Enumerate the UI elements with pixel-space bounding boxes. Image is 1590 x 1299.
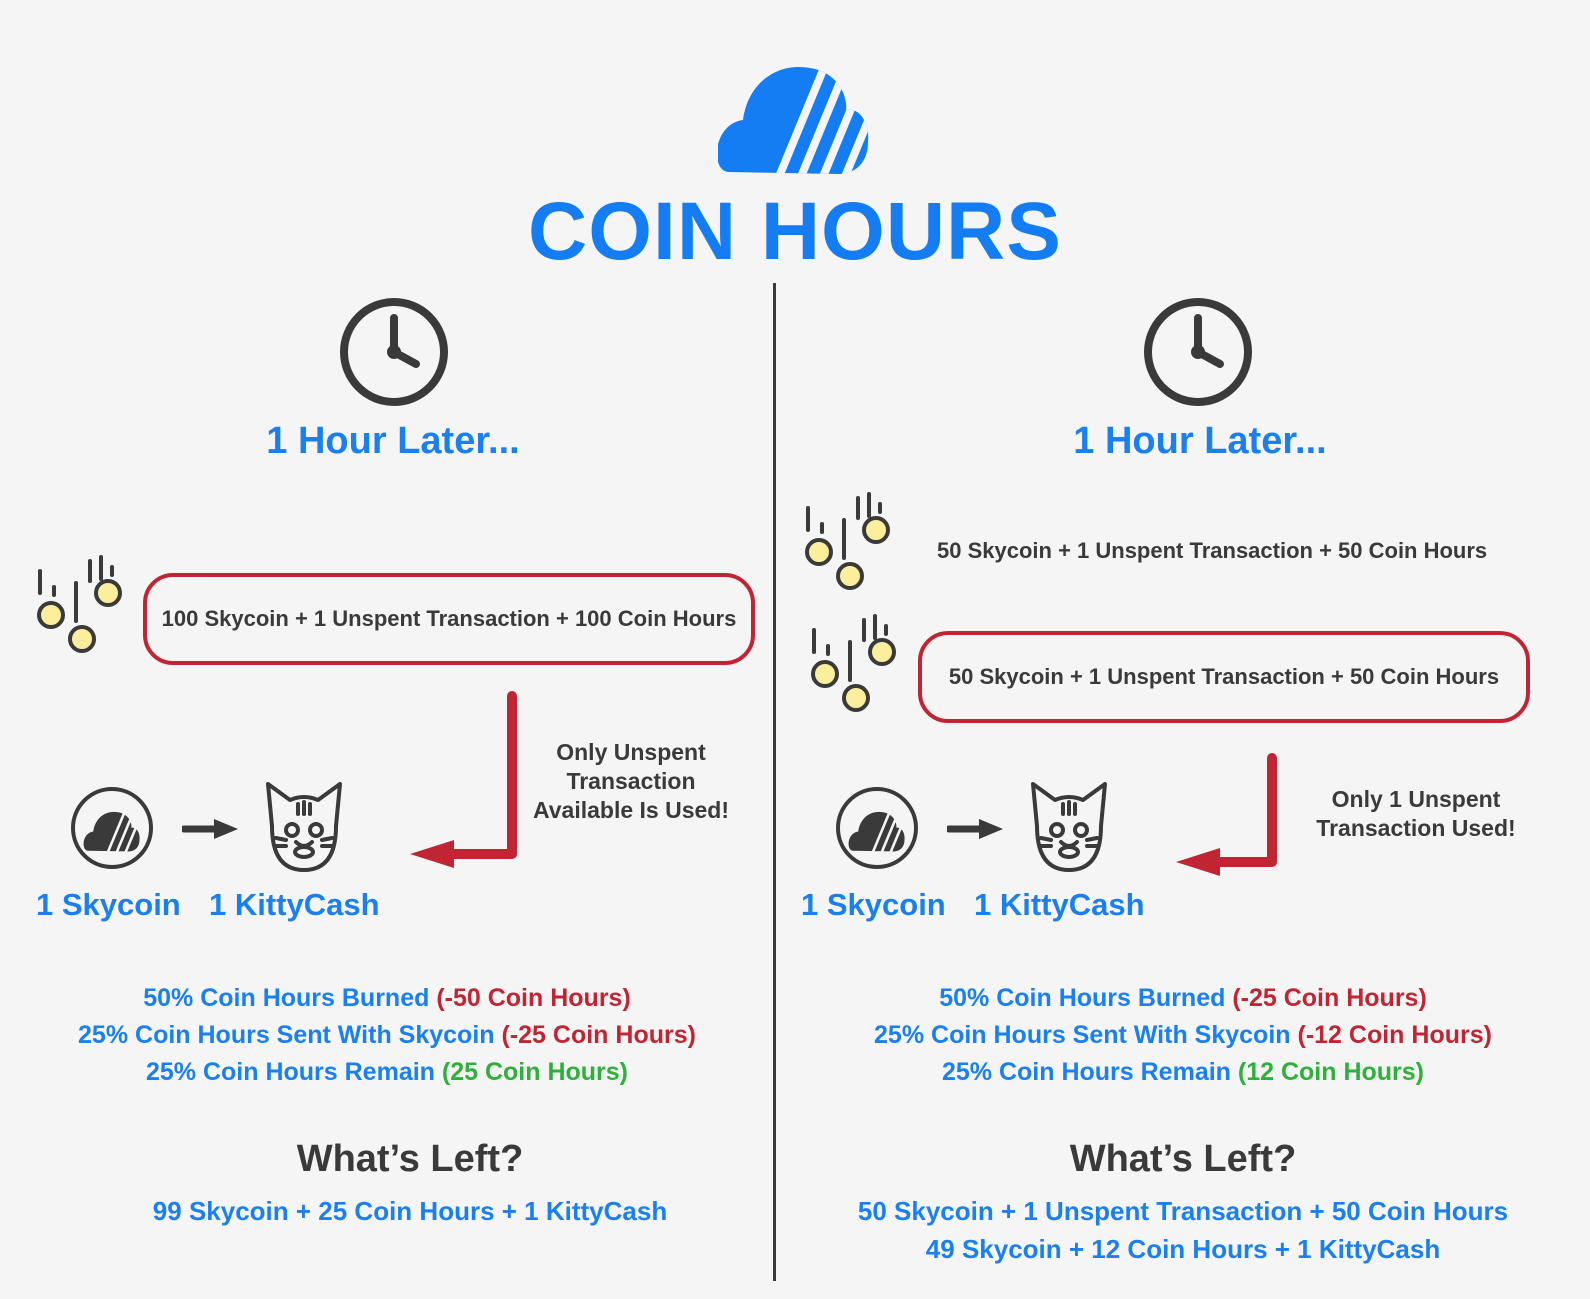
- kittycash-cat-icon: [1031, 782, 1107, 872]
- left-note: Only Unspent Transaction Available Is Us…: [532, 739, 729, 823]
- right-whats-left-line-1: 50 Skycoin + 1 Unspent Transaction + 50 …: [857, 1196, 1509, 1226]
- left-transaction-box: 100 Skycoin + 1 Unspent Transaction + 10…: [143, 573, 755, 665]
- falling-coins-icon: [811, 614, 896, 712]
- right-sent-line: 25% Coin Hours Sent With Skycoin (-12 Co…: [874, 1021, 1492, 1049]
- right-transaction-box: 50 Skycoin + 1 Unspent Transaction + 50 …: [918, 631, 1530, 723]
- right-from-label: 1 Skycoin: [801, 887, 946, 922]
- skycoin-cloud-logo-icon: [718, 66, 869, 174]
- right-whats-left-line-2: 49 Skycoin + 12 Coin Hours + 1 KittyCash: [925, 1234, 1441, 1264]
- falling-coins-icon: [805, 492, 890, 590]
- right-note: Only 1 Unspent Transaction Used!: [1316, 786, 1516, 841]
- left-whats-left-line: 99 Skycoin + 25 Coin Hours + 1 KittyCash: [152, 1196, 668, 1226]
- right-whats-left-heading: What’s Left?: [1069, 1138, 1297, 1180]
- right-to-label: 1 KittyCash: [974, 887, 1145, 922]
- clock-icon: [338, 296, 450, 408]
- left-transaction-text: 100 Skycoin + 1 Unspent Transaction + 10…: [161, 606, 737, 631]
- left-sent-line: 25% Coin Hours Sent With Skycoin (-25 Co…: [78, 1021, 696, 1049]
- right-remain-line: 25% Coin Hours Remain (12 Coin Hours): [941, 1058, 1425, 1086]
- left-from-label: 1 Skycoin: [36, 887, 181, 922]
- left-whats-left-heading: What’s Left?: [296, 1138, 524, 1180]
- center-divider: [773, 283, 776, 1281]
- arrow-right-icon: [182, 819, 238, 839]
- left-to-label: 1 KittyCash: [209, 887, 380, 922]
- elbow-arrow-icon: [1176, 753, 1277, 876]
- elbow-arrow-icon: [410, 691, 517, 868]
- left-burned-line: 50% Coin Hours Burned (-50 Coin Hours): [143, 984, 631, 1012]
- right-heading: 1 Hour Later...: [1073, 420, 1327, 462]
- clock-icon: [1142, 296, 1254, 408]
- right-transaction-text: 50 Skycoin + 1 Unspent Transaction + 50 …: [948, 664, 1500, 689]
- right-burned-line: 50% Coin Hours Burned (-25 Coin Hours): [939, 984, 1427, 1012]
- kittycash-cat-icon: [266, 782, 342, 872]
- left-remain-line: 25% Coin Hours Remain (25 Coin Hours): [145, 1058, 629, 1086]
- falling-coins-icon: [37, 555, 122, 653]
- page-title: COIN HOURS: [528, 186, 1062, 277]
- skycoin-icon: [835, 786, 919, 870]
- arrow-right-icon: [947, 819, 1003, 839]
- right-unused-transaction-text: 50 Skycoin + 1 Unspent Transaction + 50 …: [937, 538, 1488, 563]
- left-heading: 1 Hour Later...: [266, 420, 520, 462]
- skycoin-icon: [70, 786, 154, 870]
